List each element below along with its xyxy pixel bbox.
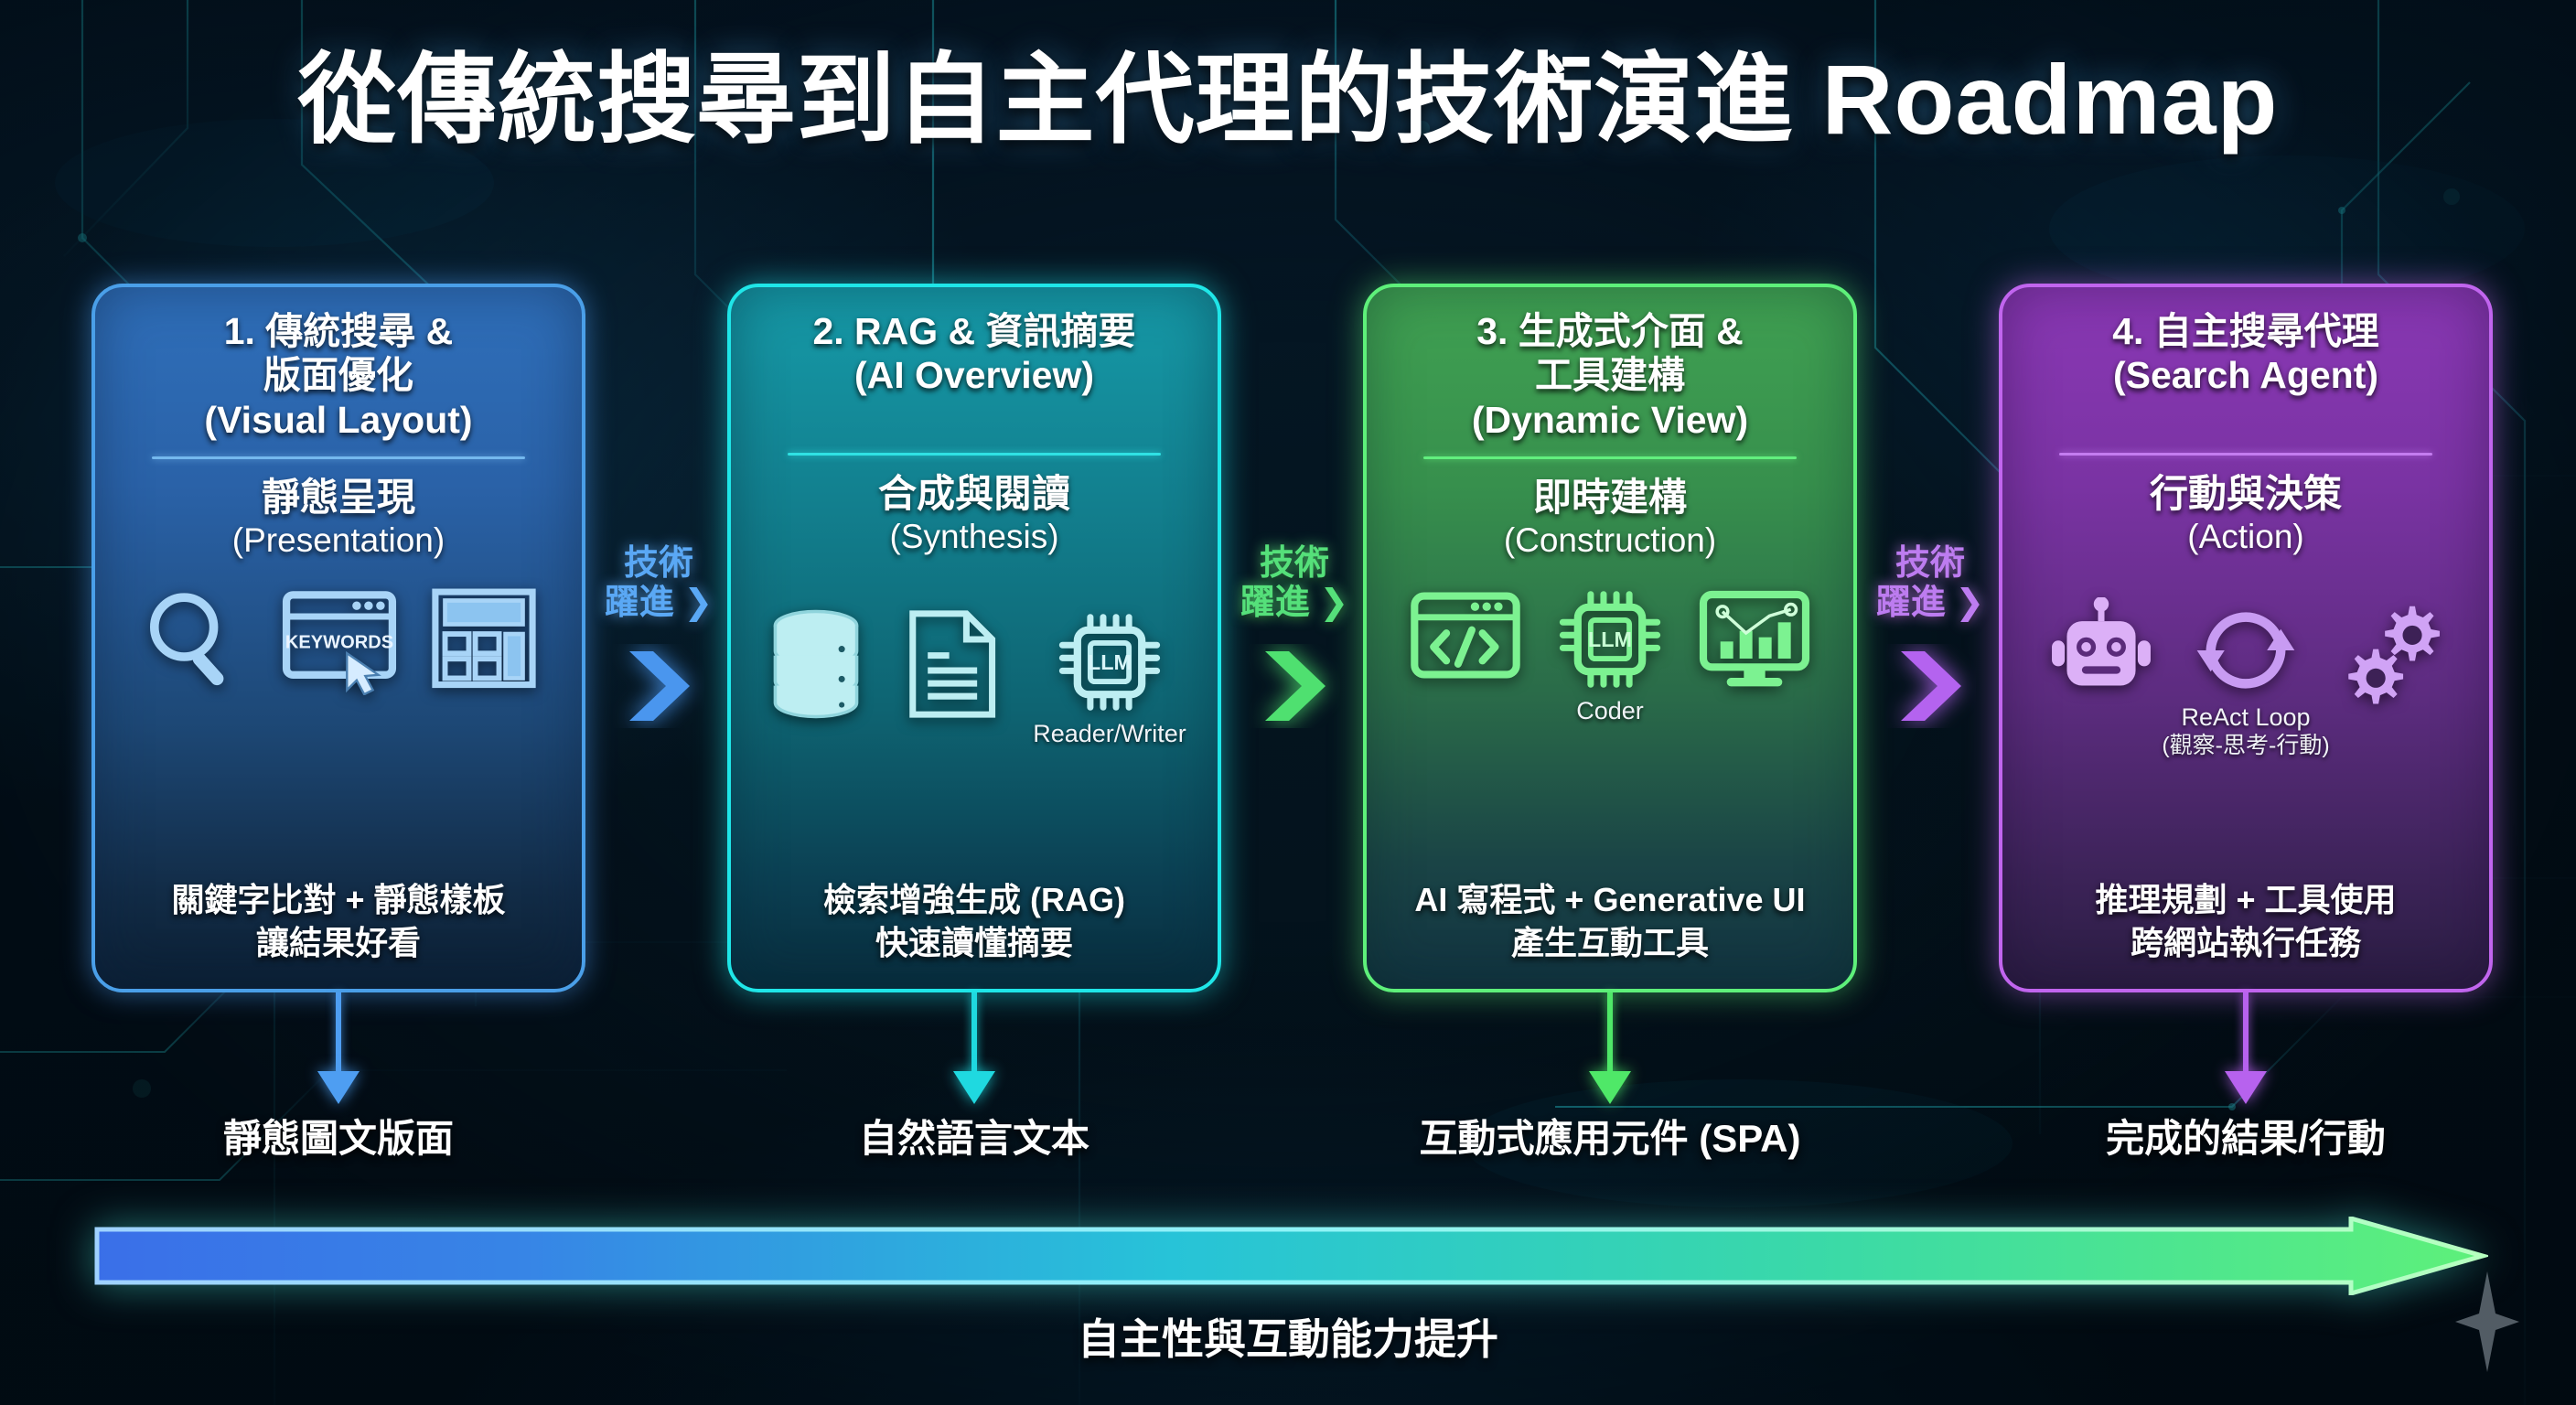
stage-4-heading-line-1: 4. 自主搜尋代理 — [2112, 310, 2379, 352]
llm-chip-icon: LLM Reader/Writer — [1033, 608, 1186, 748]
layout-grid-icon — [430, 585, 538, 693]
keywords-browser-icon: KEYWORDS — [280, 585, 399, 695]
stage-1-heading-line-1: 1. 傳統搜尋 & — [223, 310, 454, 352]
arrow-down-icon — [727, 992, 1221, 1104]
stage-1-divider — [152, 456, 525, 460]
stage-3-output: 互動式應用元件 (SPA) — [1363, 992, 1857, 1164]
loop-refresh-icon: ReAct Loop (觀察-思考-行動) — [2162, 597, 2330, 758]
stage-4-output-label: 完成的結果/行動 — [2106, 1117, 2386, 1160]
stage-3-divider — [1423, 456, 1797, 460]
stage-2-output: 自然語言文本 — [727, 992, 1221, 1164]
stage-3-description: AI 寫程式 + Generative UI 產生互動工具 — [1367, 879, 1853, 965]
stage-1-phase-en: (Presentation) — [231, 521, 445, 560]
roadmap-stages: 1. 傳統搜尋 & 版面優化 (Visual Layout) 靜態呈現 (Pre… — [0, 284, 2576, 1006]
chevron-right-icon — [1862, 644, 1999, 728]
connector-2-3: 技術 躍進 ❯ — [1226, 544, 1363, 728]
connector-3-4-line-2: 躍進 ❯ — [1875, 583, 1985, 622]
stage-2-desc-line-2: 快速讀懂摘要 — [875, 924, 1073, 962]
stage-card-3[interactable]: 3. 生成式介面 & 工具建構 (Dynamic View) 即時建構 (Con… — [1363, 284, 1857, 992]
stage-1-phase-cn: 靜態呈現 — [261, 476, 415, 520]
stage-3-desc-line-2: 產生互動工具 — [1510, 924, 1709, 962]
connector-3-4: 技術 躍進 ❯ — [1862, 544, 1999, 728]
connector-2-3-line-1: 技術 — [1259, 544, 1329, 583]
stage-1-description: 關鍵字比對 + 靜態樣板 讓結果好看 — [95, 879, 582, 965]
svg-text:LLM: LLM — [1588, 627, 1632, 651]
stage-1-heading: 1. 傳統搜尋 & 版面優化 (Visual Layout) — [113, 309, 564, 442]
stage-card-4[interactable]: 4. 自主搜尋代理 (Search Agent) 行動與決策 (Action) — [1999, 284, 2493, 992]
page-title: 從傳統搜尋到自主代理的技術演進 Roadmap — [297, 44, 2279, 155]
stage-4-desc-line-1: 推理規劃 + 工具使用 — [2095, 881, 2397, 919]
stage-2-heading: 2. RAG & 資訊摘要 (AI Overview) — [749, 309, 1199, 398]
progress-caption: 自主性與互動能力提升 — [1078, 1315, 1498, 1363]
chevron-right-icon — [590, 644, 727, 728]
react-loop-label: ReAct Loop (觀察-思考-行動) — [2162, 703, 2329, 759]
connector-2-3-line-2: 躍進 ❯ — [1240, 583, 1349, 622]
stage-1-output-label: 靜態圖文版面 — [222, 1117, 454, 1160]
stage-2-output-label: 自然語言文本 — [858, 1117, 1089, 1160]
stage-1-heading-line-2: 版面優化 — [263, 354, 413, 397]
react-loop-sub: (觀察-思考-行動) — [2162, 733, 2330, 759]
stage-outputs: 靜態圖文版面 自然語言文本 互動式應用元件 (SPA) 完成的結果/行動 — [0, 992, 2576, 1203]
arrow-down-icon — [91, 992, 585, 1104]
stage-3-output-label: 互動式應用元件 (SPA) — [1419, 1117, 1801, 1160]
connector-1-2-label: 技術 躍進 ❯ — [590, 544, 727, 622]
stage-4-description: 推理規劃 + 工具使用 跨網站執行任務 — [2002, 879, 2489, 965]
stage-4-desc-line-2: 跨網站執行任務 — [2130, 924, 2361, 962]
stage-3-phase-en: (Construction) — [1503, 521, 1717, 560]
stage-2-icon-row: LLM Reader/Writer — [749, 608, 1199, 748]
sparkle-icon — [2455, 1271, 2519, 1377]
stage-4-phase-cn: 行動與決策 — [2149, 471, 2342, 515]
connector-3-4-line-1: 技術 — [1894, 544, 1965, 583]
stage-1-desc-line-1: 關鍵字比對 + 靜態樣板 — [171, 881, 506, 919]
stage-card-2[interactable]: 2. RAG & 資訊摘要 (AI Overview) 合成與閱讀 (Synth… — [727, 284, 1221, 992]
llm-chip-icon: LLM Coder — [1554, 585, 1666, 725]
connector-3-4-label: 技術 躍進 ❯ — [1862, 544, 1999, 622]
database-icon — [762, 608, 870, 720]
stage-3-phase-cn: 即時建構 — [1532, 476, 1687, 520]
robot-icon — [2045, 597, 2157, 705]
react-loop-title: ReAct Loop — [2181, 703, 2311, 732]
stage-3-heading-line-3: (Dynamic View) — [1471, 398, 1749, 441]
svg-text:KEYWORDS: KEYWORDS — [285, 632, 393, 652]
stage-1-icon-row: KEYWORDS — [113, 585, 564, 723]
stage-2-heading-line-1: 2. RAG & 資訊摘要 — [812, 310, 1136, 352]
stage-2-phase-en: (Synthesis) — [889, 517, 1059, 555]
connector-2-3-label: 技術 躍進 ❯ — [1226, 544, 1363, 622]
stage-4-icon-row: ReAct Loop (觀察-思考-行動) — [2021, 597, 2471, 758]
stage-2-divider — [788, 452, 1161, 456]
stage-1-heading-line-3: (Visual Layout) — [204, 398, 473, 441]
stage-card-1[interactable]: 1. 傳統搜尋 & 版面優化 (Visual Layout) 靜態呈現 (Pre… — [91, 284, 585, 992]
stage-2-heading-line-2: (AI Overview) — [853, 354, 1095, 397]
stage-3-heading-line-2: 工具建構 — [1535, 354, 1685, 397]
gears-icon — [2334, 597, 2446, 705]
progress-arrow — [91, 1217, 2488, 1295]
stage-1-output: 靜態圖文版面 — [91, 992, 585, 1164]
connector-1-2-line-1: 技術 — [623, 544, 693, 583]
stage-4-heading: 4. 自主搜尋代理 (Search Agent) — [2021, 309, 2471, 398]
coder-label: Coder — [1576, 696, 1644, 724]
stage-4-phase-en: (Action) — [2187, 517, 2304, 555]
stage-3-heading: 3. 生成式介面 & 工具建構 (Dynamic View) — [1385, 309, 1835, 442]
code-window-icon — [1408, 585, 1523, 692]
stage-2-description: 檢索增強生成 (RAG) 快速讀懂摘要 — [731, 879, 1218, 965]
arrow-down-icon — [1999, 992, 2493, 1104]
stage-2-desc-line-1: 檢索增強生成 (RAG) — [823, 881, 1125, 919]
stage-3-icon-row: LLM Coder — [1385, 585, 1835, 725]
magnifier-icon — [139, 585, 249, 695]
connector-1-2: 技術 躍進 ❯ — [590, 544, 727, 728]
svg-text:LLM: LLM — [1088, 650, 1132, 674]
stage-1-desc-line-2: 讓結果好看 — [255, 924, 421, 962]
stage-4-divider — [2059, 452, 2432, 456]
stage-4-heading-line-2: (Search Agent) — [2112, 354, 2379, 397]
document-icon — [901, 608, 1002, 720]
chevron-right-icon — [1226, 644, 1363, 728]
chart-dashboard-icon — [1697, 585, 1812, 693]
stage-3-desc-line-1: AI 寫程式 + Generative UI — [1414, 881, 1806, 919]
llm-chip-label: Reader/Writer — [1033, 720, 1186, 748]
stage-3-heading-line-1: 3. 生成式介面 & — [1476, 310, 1744, 352]
stage-4-output: 完成的結果/行動 — [1999, 992, 2493, 1164]
stage-2-phase-cn: 合成與閱讀 — [877, 471, 1070, 515]
arrow-down-icon — [1363, 992, 1857, 1104]
connector-1-2-line-2: 躍進 ❯ — [604, 583, 714, 622]
